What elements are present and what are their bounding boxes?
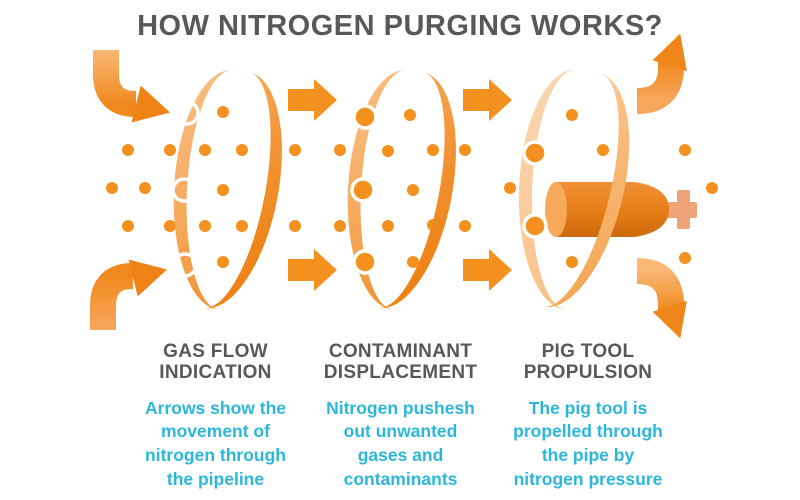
nitrogen-dot (199, 220, 211, 232)
ring-hole-marker-icon (522, 213, 548, 239)
ring-hole-markers (171, 100, 548, 278)
section-description: Nitrogen pushesh out unwanted gases and … (326, 397, 475, 489)
inlet-arrow-bottom-icon (90, 259, 168, 330)
nitrogen-dot (217, 106, 229, 118)
nitrogen-dot (504, 182, 516, 194)
outlet-arrow-bottom-icon (636, 258, 687, 339)
nitrogen-dot (382, 145, 394, 157)
nitrogen-dot (106, 182, 118, 194)
ring-hole-marker-icon (352, 104, 378, 130)
caption-row: GAS FLOW INDICATION Arrows show the move… (0, 341, 800, 500)
nitrogen-dot (139, 182, 151, 194)
nitrogen-dot (382, 220, 394, 232)
nitrogen-dot (164, 220, 176, 232)
nitrogen-dot (122, 144, 134, 156)
section-description: The pig tool is propelled through the pi… (513, 397, 663, 489)
nitrogen-dot (597, 144, 609, 156)
nitrogen-dot (164, 144, 176, 156)
nitrogen-dot (404, 109, 416, 121)
page-title: HOW NITROGEN PURGING WORKS? (137, 10, 663, 42)
nitrogen-dot (706, 182, 718, 194)
inlet-arrow-top-icon (93, 50, 171, 123)
section-heading: PIG TOOL PROPULSION (523, 341, 653, 384)
ring-hole-marker-icon (350, 177, 376, 203)
nitrogen-dot (289, 220, 301, 232)
nitrogen-dots (106, 106, 718, 268)
section-heading: CONTAMINANT DISPLACEMENT (323, 341, 478, 384)
nitrogen-dot (459, 144, 471, 156)
pig-tool-cap (545, 182, 567, 237)
nitrogen-dot (679, 252, 691, 264)
flow-arrow-icons (288, 79, 512, 291)
ring-hole-marker-icon (174, 100, 200, 126)
nitrogen-dot (122, 220, 134, 232)
nitrogen-dot (199, 144, 211, 156)
ring-hole-marker-icon (172, 252, 198, 278)
pipe-ring-1 (173, 70, 282, 310)
flow-arrow-icon (463, 249, 512, 291)
section-description: Arrows show the movement of nitrogen thr… (145, 397, 286, 489)
outlet-arrow-top-icon (636, 33, 687, 114)
flow-arrow-icon (288, 79, 337, 121)
nitrogen-dot (459, 220, 471, 232)
section-heading: GAS FLOW INDICATION (159, 341, 272, 384)
nitrogen-dot (334, 220, 346, 232)
nitrogen-dot (217, 256, 229, 268)
section-pig-tool-propulsion: PIG TOOL PROPULSION The pig tool is prop… (490, 341, 686, 492)
nitrogen-dot (217, 184, 229, 196)
nitrogen-dot (236, 144, 248, 156)
nitrogen-dot (407, 256, 419, 268)
nitrogen-dot (289, 144, 301, 156)
nitrogen-dot (427, 144, 439, 156)
nitrogen-dot (334, 144, 346, 156)
ring-hole-marker-icon (522, 140, 548, 166)
nitrogen-dot (566, 256, 578, 268)
flow-arrow-icon (288, 249, 337, 291)
nitrogen-purging-diagram (90, 33, 718, 339)
nitrogen-dot (236, 220, 248, 232)
ring-hole-marker-icon (171, 177, 197, 203)
ring-hole-marker-icon (352, 249, 378, 275)
flow-arrow-icon (463, 79, 512, 121)
nitrogen-dot (679, 144, 691, 156)
nitrogen-dot (407, 184, 419, 196)
section-gas-flow-indication: GAS FLOW INDICATION Arrows show the move… (118, 341, 313, 492)
nitrogen-dot (566, 109, 578, 121)
pipe-ring-3 (518, 70, 697, 310)
pig-tool-fitting (667, 190, 697, 229)
section-contaminant-displacement: CONTAMINANT DISPLACEMENT Nitrogen pushes… (303, 341, 498, 492)
